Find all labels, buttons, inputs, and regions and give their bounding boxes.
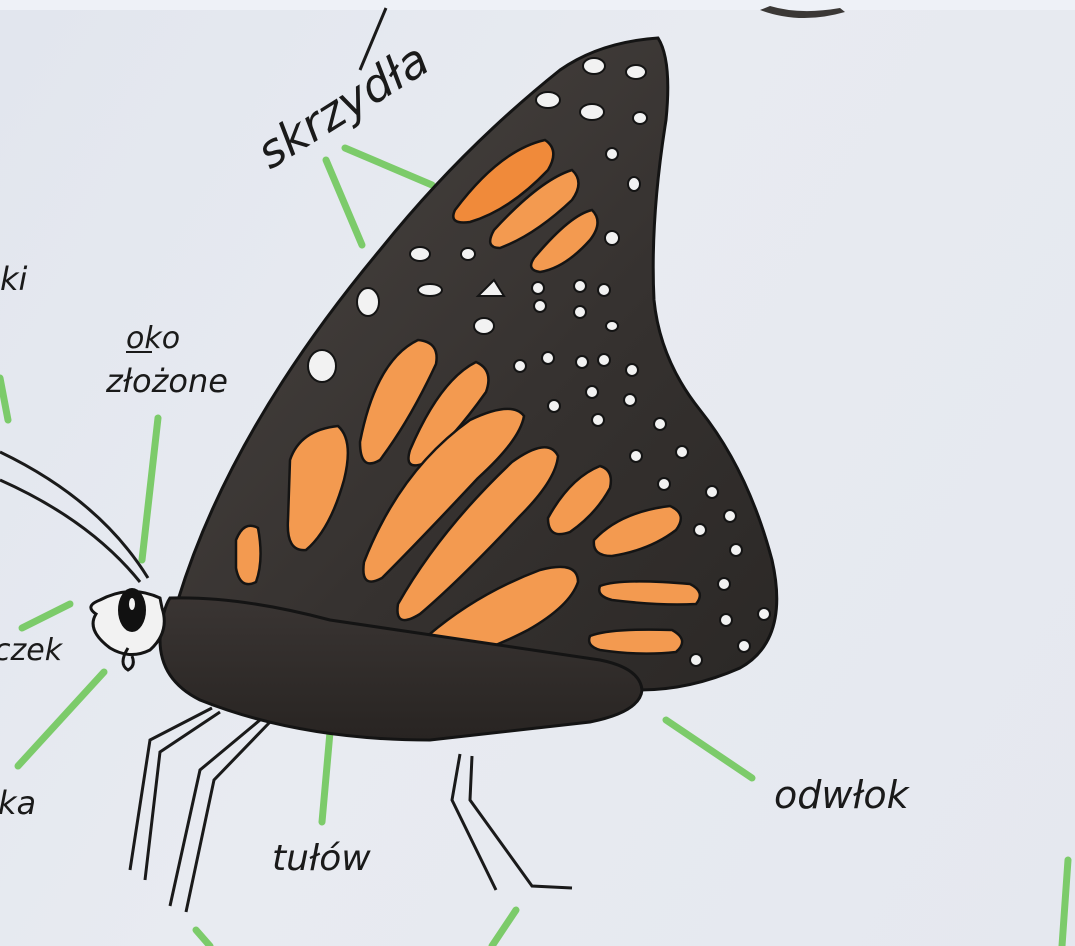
antennae xyxy=(0,452,148,582)
leader-wings-1 xyxy=(345,148,432,185)
leader-bottom-left xyxy=(196,930,210,946)
legs xyxy=(130,708,572,912)
leader-left-mid xyxy=(22,604,70,628)
label-partial-left-bottom: ka xyxy=(0,784,36,822)
label-compound-eye-2: złożone xyxy=(105,362,228,400)
label-compound-eye-1: oko xyxy=(126,321,180,356)
label-abdomen: odwłok xyxy=(774,773,911,817)
leader-wings-2 xyxy=(326,160,362,245)
head xyxy=(91,588,164,670)
leader-thorax xyxy=(322,732,330,822)
leader-compound-eye xyxy=(142,418,158,560)
top-edge-blob xyxy=(760,6,845,18)
label-thorax: tułów xyxy=(272,838,371,879)
leader-right-edge xyxy=(1062,860,1068,946)
leader-bottom-right xyxy=(492,910,516,946)
label-partial-left-top: ki xyxy=(0,260,28,298)
label-partial-left-mid: czek xyxy=(0,633,64,668)
leader-abdomen xyxy=(666,720,752,778)
leader-left-top xyxy=(0,378,8,420)
leader-left-bottom xyxy=(18,672,104,766)
label-wings: skrzydła xyxy=(247,32,438,179)
